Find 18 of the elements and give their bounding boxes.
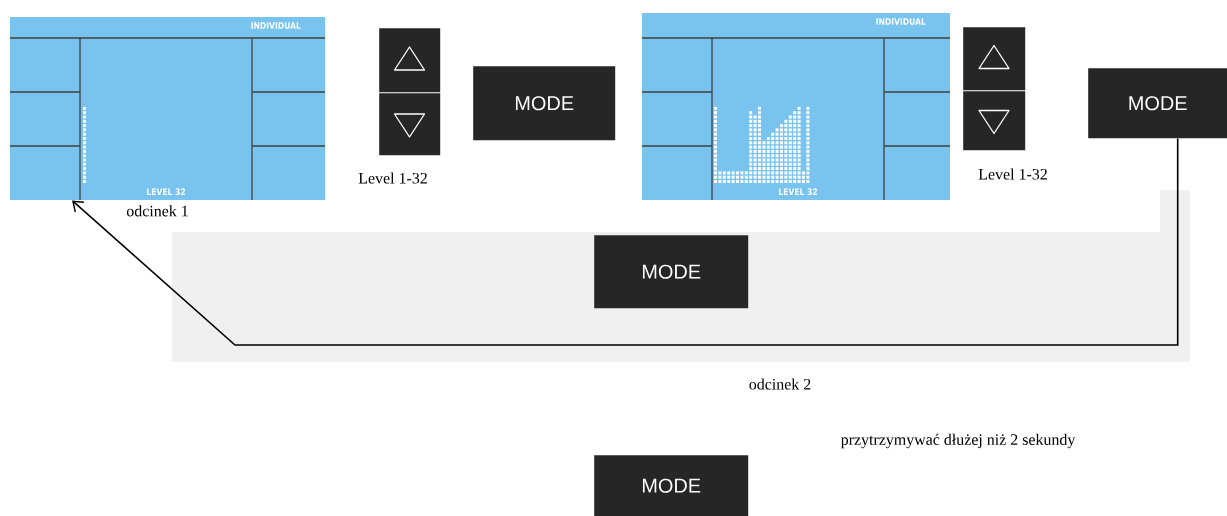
screen-label: INDIVIDUAL xyxy=(251,22,301,29)
down-arrow-button xyxy=(963,91,1026,151)
label-text: przytrzymywać dłużej niż 2 sekundy xyxy=(840,433,1076,449)
screen-label: LEVEL 32 xyxy=(779,188,817,196)
label-text: Level 1-32 xyxy=(978,168,1047,180)
label-text: odcinek 2 xyxy=(749,378,811,390)
mode-button: MODE xyxy=(594,455,749,516)
screen-label: INDIVIDUAL xyxy=(876,18,926,25)
up-arrow-button xyxy=(963,27,1026,91)
caption-text: odcinek 1 xyxy=(126,205,188,217)
label-text: Level 1-32 xyxy=(358,172,427,184)
screen-label: LEVEL 32 xyxy=(147,188,185,196)
mode-button: MODE xyxy=(473,66,616,141)
mode-button: MODE xyxy=(1088,68,1227,139)
arrow xyxy=(72,137,1179,346)
down-arrow-button xyxy=(379,93,441,156)
up-arrow-button xyxy=(379,28,441,93)
mode-button: MODE xyxy=(594,235,749,309)
